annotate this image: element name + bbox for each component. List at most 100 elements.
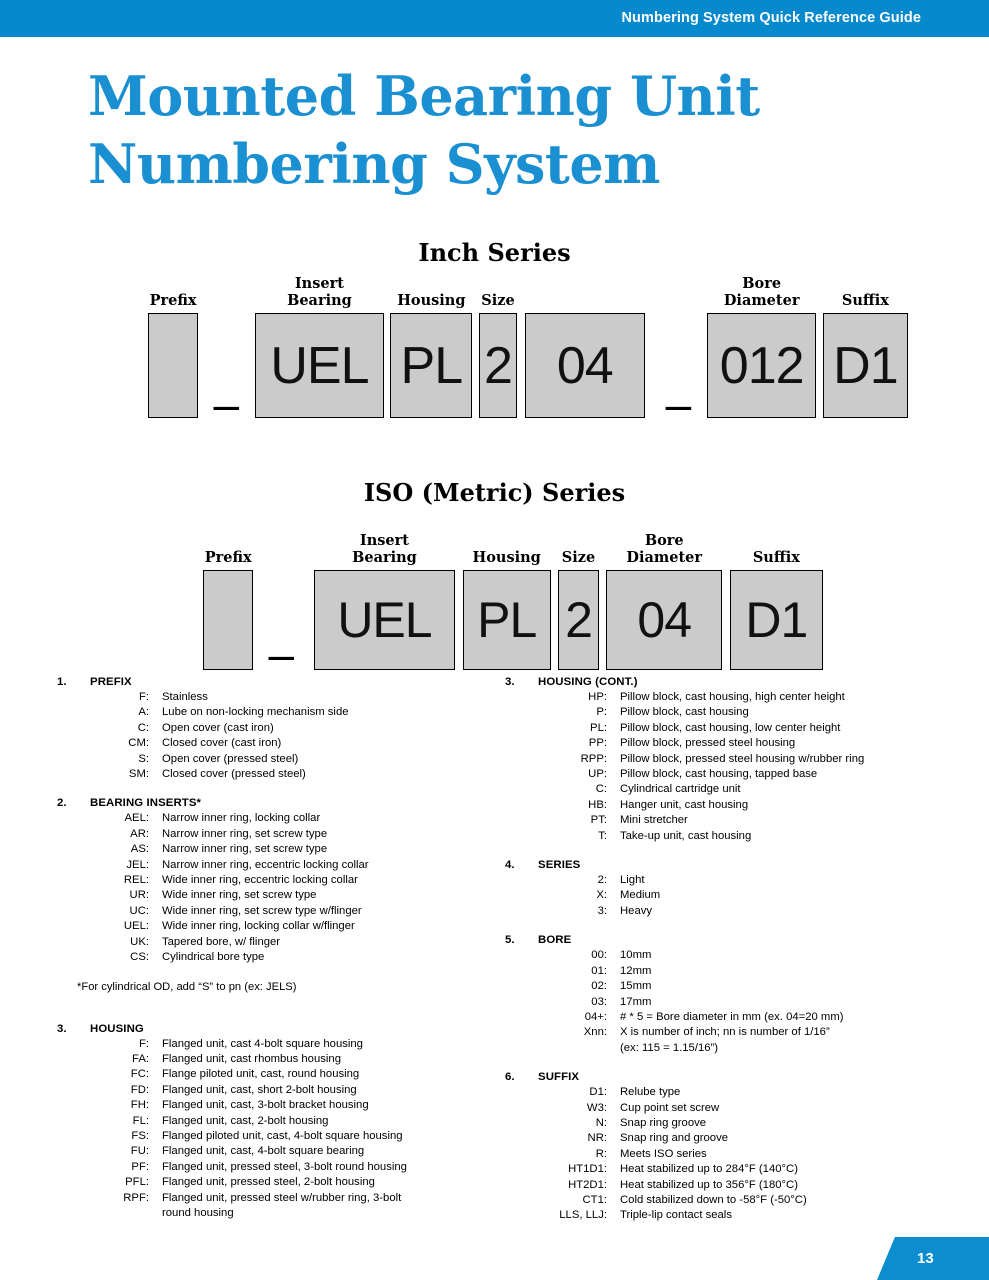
legend-section-heading: 1. PREFIX: [57, 676, 497, 688]
legend-section-name: BORE: [538, 934, 572, 947]
legend-entry-code: W3:: [586, 1101, 607, 1114]
legend-section-gap: [505, 844, 955, 859]
legend-section-number: 3.: [57, 1022, 67, 1035]
legend-entry-description: Flanged unit, cast 4-bolt square housing: [162, 1037, 363, 1050]
inch-segment-box-1: UEL: [255, 313, 384, 418]
legend-entry: 04+:# * 5 = Bore diameter in mm (ex. 04=…: [505, 1010, 955, 1025]
legend-entry: C:Cylindrical cartridge unit: [505, 782, 955, 797]
legend-entry-description: Snap ring and groove: [620, 1132, 729, 1145]
iso-separator-dash-0: –: [268, 628, 295, 680]
legend-section-name: HOUSING (CONT.): [538, 676, 638, 688]
legend-entry: HB:Hanger unit, cast housing: [505, 798, 955, 813]
legend-entry-code: CM:: [128, 737, 149, 750]
legend-entry-description: Pillow block, cast housing, tapped base: [620, 768, 818, 781]
legend-section-heading: 3.HOUSING: [57, 1023, 497, 1035]
legend-entry: CT1:Cold stabilized down to -58°F (-50°C…: [505, 1193, 955, 1208]
legend-entry-code: UR:: [129, 889, 149, 902]
legend-entry-code: HT2D1:: [568, 1178, 607, 1191]
legend-entry-description: Flanged unit, cast, short 2-bolt housing: [162, 1083, 357, 1096]
legend-entry-description: 12mm: [620, 964, 652, 977]
legend-entry: PP: Pillow block, pressed steel housing: [505, 736, 955, 751]
legend-entry: UK:Tapered bore, w/ flinger: [57, 935, 497, 950]
legend-entry-description: Pillow block, pressed steel housing: [620, 737, 796, 750]
legend-entry-code: FU:: [130, 1145, 149, 1158]
legend-entry-description: Relube type: [620, 1086, 681, 1099]
page-number: 13: [917, 1250, 934, 1267]
legend-entry-description: Flanged unit, pressed steel, 3-bolt roun…: [162, 1160, 407, 1173]
inch-separator-dash-1: –: [665, 378, 692, 430]
legend-entry: FL:Flanged unit, cast, 2-bolt housing: [57, 1114, 497, 1129]
legend-entry-description: # * 5 = Bore diameter in mm (ex. 04=20 m…: [620, 1010, 844, 1023]
header-bar: [0, 0, 989, 37]
legend-entry-description: Take-up unit, cast housing: [620, 829, 752, 842]
legend-entry-code: RPP:: [580, 752, 607, 765]
legend-entry: PT:Mini stretcher: [505, 813, 955, 828]
legend-footnote: *For cylindrical OD, add “S” to pn (ex: …: [77, 980, 297, 993]
legend-column-right: 3. HOUSING (CONT.) HP: Pillow block, cast h…: [505, 676, 955, 1224]
legend-entry-code: FS:: [131, 1129, 149, 1142]
legend-entry-description: Closed cover (pressed steel): [162, 768, 306, 781]
legend-entry-code: HT1D1:: [568, 1163, 607, 1176]
iso-series-heading: ISO (Metric) Series: [363, 478, 626, 507]
legend-entry-description: 17mm: [620, 995, 652, 1008]
legend-entry-code: X:: [596, 889, 607, 902]
page-title-line1: Mounted Bearing Unit: [88, 64, 760, 128]
legend-entry-description: Meets ISO series: [620, 1147, 707, 1160]
legend-entry-description: 15mm: [620, 980, 652, 993]
legend-entry-description: Cylindrical cartridge unit: [620, 783, 741, 796]
legend-entry-description: Triple-lip contact seals: [620, 1209, 732, 1222]
legend-entry: JEL:Narrow inner ring, eccentric locking…: [57, 858, 497, 873]
page-title-line2: Numbering System: [88, 132, 660, 196]
legend-entry: REL:Wide inner ring, eccentric locking c…: [57, 873, 497, 888]
legend-entry-code: FH:: [130, 1099, 149, 1112]
legend-entry: PFL:Flanged unit, pressed steel, 2-bolt …: [57, 1175, 497, 1190]
legend-entry-code: T:: [598, 829, 607, 842]
inch-segment-box-2: PL: [390, 313, 473, 418]
legend-entry-description: Flanged unit, cast, 4-bolt square bearin…: [162, 1145, 365, 1158]
legend-entry: AR:Narrow inner ring, set screw type: [57, 827, 497, 842]
page-title: Mounted Bearing Unit Numbering System: [88, 62, 848, 198]
legend-entry: FU: Flanged unit, cast, 4-bolt square bea…: [57, 1144, 497, 1159]
iso-segment-box-5: D1: [729, 570, 823, 670]
legend-section-heading: 3. HOUSING (CONT.): [505, 676, 955, 688]
legend-entry-description: Cup point set screw: [620, 1101, 720, 1114]
iso-segment-label-3: Size: [561, 549, 596, 566]
legend-entry-code: 00:: [591, 949, 607, 962]
legend-entry-code: C:: [137, 721, 149, 734]
iso-segment-box-1: UEL: [313, 570, 456, 670]
legend-entry: RPP:Pillow block, pressed steel housing …: [505, 752, 955, 767]
iso-segment-0: Prefix: [203, 549, 254, 670]
iso-segment-label-0: Prefix: [204, 549, 252, 566]
legend-entry-description: Light: [620, 874, 645, 887]
legend-entry-code: HB:: [588, 798, 607, 811]
legend-section-name: PREFIX: [90, 676, 132, 688]
legend-entry-code: SM:: [128, 768, 149, 781]
legend-entry-code: P:: [596, 706, 607, 719]
legend-section-heading: 6.SUFFIX: [505, 1071, 955, 1083]
iso-segment-label-5: Suffix: [752, 549, 800, 566]
legend-entry-description-cont: (ex: 115 = 1.15/16”): [620, 1041, 719, 1054]
inch-series-heading: Inch Series: [418, 238, 571, 267]
inch-segment-box-0: [148, 313, 199, 418]
legend-section-number: 3.: [505, 676, 515, 688]
inch-segment-box-6: D1: [822, 313, 908, 418]
legend-entry-code: A:: [138, 706, 149, 719]
legend-entry-code: 02:: [591, 980, 607, 993]
legend-entry-code: D1:: [589, 1086, 607, 1099]
legend-entry: AEL:Narrow inner ring, locking collar: [57, 811, 497, 826]
legend-entry-code: PP:: [588, 737, 607, 750]
legend-entry-description: Flanged unit, cast rhombus housing: [162, 1052, 341, 1065]
legend-entry: UP:Pillow block, cast housing, tapped ba…: [505, 767, 955, 782]
legend-section-gap: [505, 919, 955, 934]
legend-section-number: 6.: [505, 1071, 515, 1084]
legend-entry-code: UK:: [130, 935, 149, 948]
iso-segment-label-2: Housing: [472, 549, 541, 566]
legend-section-number: 1.: [57, 676, 67, 688]
legend-entry-code: F:: [138, 1037, 149, 1050]
legend-entry-description: Wide inner ring, locking collar w/flinge…: [162, 920, 355, 933]
legend-entry-code: HP:: [588, 691, 607, 703]
legend-entry: D1: Relube type: [505, 1085, 955, 1100]
legend-entry: N:Snap ring groove: [505, 1116, 955, 1131]
